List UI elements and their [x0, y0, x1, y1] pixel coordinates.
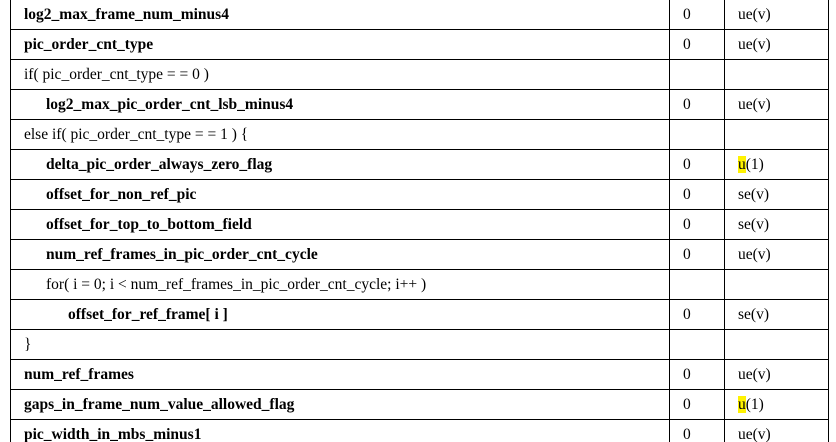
- descriptor-cell: ue(v): [724, 29, 829, 60]
- category-cell: [669, 269, 725, 300]
- descriptor-suffix: (1): [745, 155, 764, 173]
- syntax-element: gaps_in_frame_num_value_allowed_flag: [10, 389, 670, 420]
- descriptor-highlight: u: [738, 395, 746, 413]
- table-row: for( i = 0; i < num_ref_frames_in_pic_or…: [10, 269, 829, 300]
- descriptor-highlight: u: [738, 155, 746, 173]
- descriptor-suffix: (1): [745, 395, 764, 413]
- category-cell: [669, 329, 725, 360]
- descriptor-cell: [724, 269, 829, 300]
- descriptor-cell: ue(v): [724, 0, 829, 30]
- table-row: offset_for_top_to_bottom_field 0 se(v): [10, 209, 829, 240]
- table-row: gaps_in_frame_num_value_allowed_flag 0 u…: [10, 389, 829, 420]
- table-row: else if( pic_order_cnt_type = = 1 ) {: [10, 119, 829, 150]
- syntax-element: num_ref_frames_in_pic_order_cnt_cycle: [10, 239, 670, 270]
- table-row: pic_order_cnt_type 0 ue(v): [10, 29, 829, 60]
- table-row: offset_for_ref_frame[ i ] 0 se(v): [10, 299, 829, 330]
- descriptor-cell: se(v): [724, 179, 829, 210]
- descriptor-cell: u(1): [724, 389, 829, 420]
- syntax-element: pic_width_in_mbs_minus1: [10, 419, 670, 442]
- category-cell: 0: [669, 209, 725, 240]
- syntax-element: num_ref_frames: [10, 359, 670, 390]
- category-cell: 0: [669, 29, 725, 60]
- table-row: delta_pic_order_always_zero_flag 0 u(1): [10, 149, 829, 180]
- descriptor-cell: se(v): [724, 209, 829, 240]
- table-row: num_ref_frames_in_pic_order_cnt_cycle 0 …: [10, 239, 829, 270]
- table-row: if( pic_order_cnt_type = = 0 ): [10, 59, 829, 90]
- descriptor-cell: ue(v): [724, 89, 829, 120]
- descriptor-cell: ue(v): [724, 419, 829, 442]
- table-row: num_ref_frames 0 ue(v): [10, 359, 829, 390]
- descriptor-cell: se(v): [724, 299, 829, 330]
- syntax-element: offset_for_top_to_bottom_field: [10, 209, 670, 240]
- syntax-loop: for( i = 0; i < num_ref_frames_in_pic_or…: [10, 269, 670, 300]
- category-cell: 0: [669, 389, 725, 420]
- category-cell: 0: [669, 239, 725, 270]
- table-row: log2_max_frame_num_minus4 0 ue(v): [10, 0, 829, 30]
- syntax-element: log2_max_frame_num_minus4: [10, 0, 670, 30]
- category-cell: 0: [669, 359, 725, 390]
- syntax-element: pic_order_cnt_type: [10, 29, 670, 60]
- syntax-element: offset_for_ref_frame[ i ]: [10, 299, 670, 330]
- descriptor-cell: [724, 329, 829, 360]
- table-row: log2_max_pic_order_cnt_lsb_minus4 0 ue(v…: [10, 89, 829, 120]
- category-cell: 0: [669, 89, 725, 120]
- syntax-condition: else if( pic_order_cnt_type = = 1 ) {: [10, 119, 670, 150]
- syntax-brace: }: [10, 329, 670, 360]
- syntax-table: log2_max_frame_num_minus4 0 ue(v) pic_or…: [10, 0, 829, 442]
- syntax-element: offset_for_non_ref_pic: [10, 179, 670, 210]
- table-row: offset_for_non_ref_pic 0 se(v): [10, 179, 829, 210]
- category-cell: 0: [669, 179, 725, 210]
- syntax-element: log2_max_pic_order_cnt_lsb_minus4: [10, 89, 670, 120]
- category-cell: 0: [669, 149, 725, 180]
- syntax-condition: if( pic_order_cnt_type = = 0 ): [10, 59, 670, 90]
- descriptor-cell: ue(v): [724, 359, 829, 390]
- descriptor-cell: u(1): [724, 149, 829, 180]
- category-cell: 0: [669, 419, 725, 442]
- table-row: }: [10, 329, 829, 360]
- table-row: pic_width_in_mbs_minus1 0 ue(v): [10, 419, 829, 442]
- syntax-element: delta_pic_order_always_zero_flag: [10, 149, 670, 180]
- descriptor-cell: ue(v): [724, 239, 829, 270]
- category-cell: [669, 59, 725, 90]
- descriptor-cell: [724, 119, 829, 150]
- descriptor-cell: [724, 59, 829, 90]
- category-cell: 0: [669, 0, 725, 30]
- category-cell: [669, 119, 725, 150]
- category-cell: 0: [669, 299, 725, 330]
